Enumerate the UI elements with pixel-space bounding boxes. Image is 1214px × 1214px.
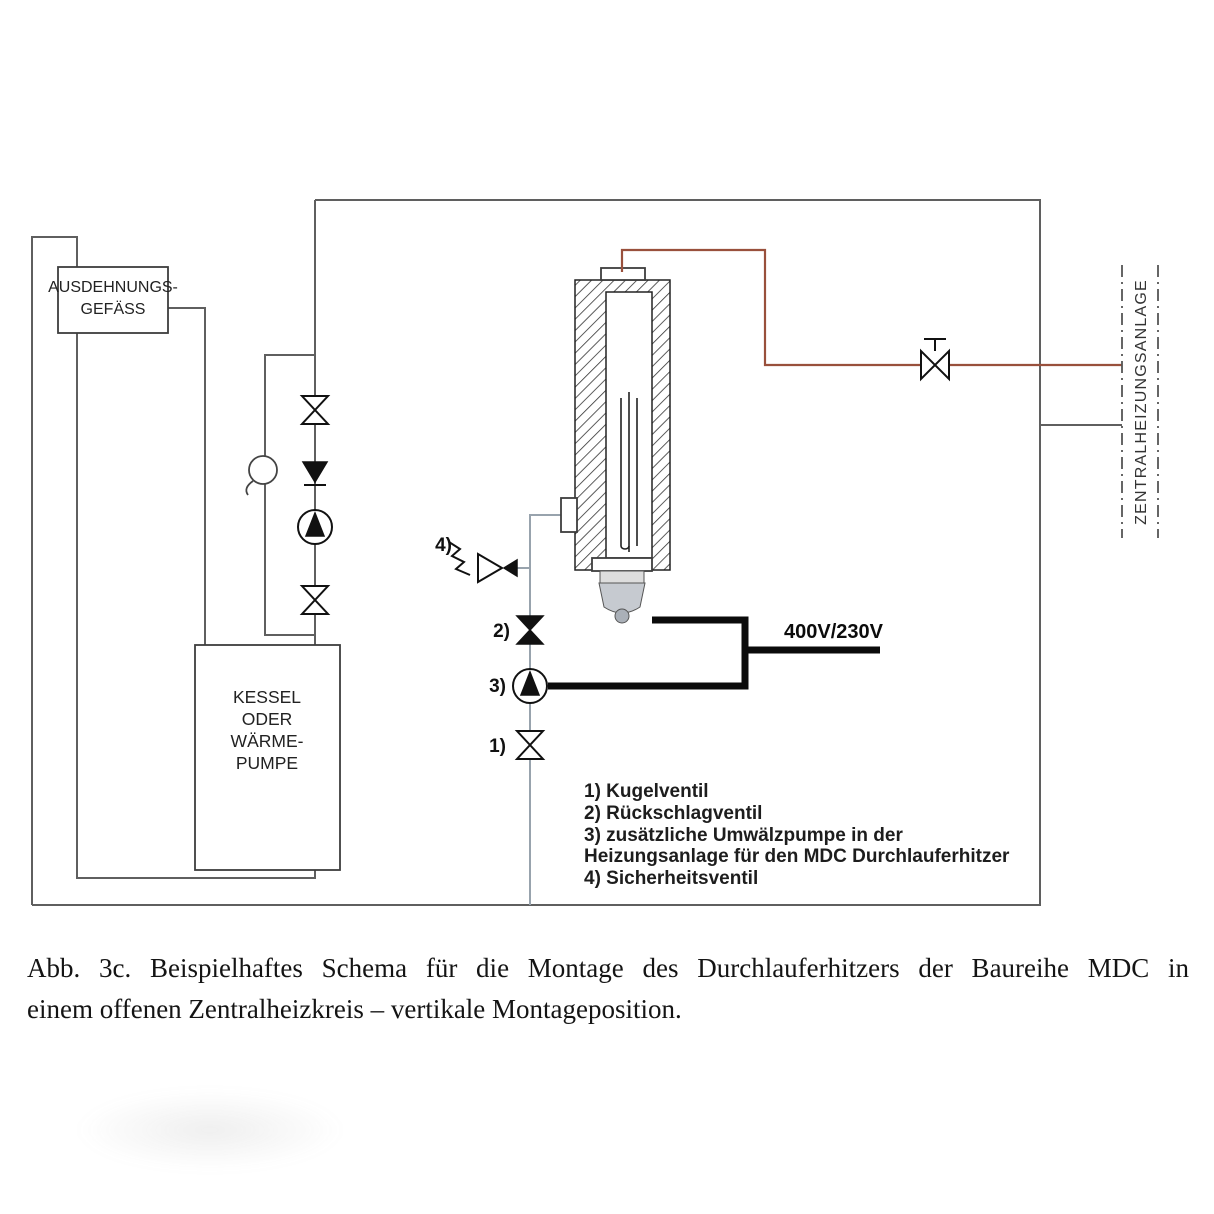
voltage-label: 400V/230V (784, 621, 884, 643)
heater-side-port (560, 497, 578, 533)
cable-run (548, 616, 749, 690)
callout-3: 3) (489, 676, 506, 697)
ball-valve-icon (299, 585, 331, 615)
check-valve-icon (301, 461, 329, 484)
legend-line-2: 2) Rückschlagventil (584, 803, 762, 824)
central-heating-system: ZENTRALHEIZUNGSANLAGE (1121, 265, 1159, 538)
water-heater (560, 267, 671, 624)
watermark-smudge (75, 1090, 345, 1170)
ball-valve-1-icon (514, 730, 546, 760)
central-heating-label: ZENTRALHEIZUNGSANLAGE (1133, 279, 1150, 525)
gauge-icon (248, 455, 278, 485)
heater-collar (599, 570, 645, 584)
ball-valve-icon (299, 395, 331, 425)
boiler: KESSEL ODER WÄRME- PUMPE (194, 644, 341, 871)
stem-valve-handle (924, 338, 946, 351)
pipe-column (529, 514, 561, 905)
gauge-siphon-icon (245, 480, 254, 496)
heating-element-loop (620, 545, 630, 550)
callout-numbers: 4) 2) 3) 1) (435, 535, 510, 757)
schematic-diagram: AUSDEHNUNGS- GEFÄSS KESSEL ODER WÄRME- P… (31, 199, 1159, 906)
callout-1: 1) (489, 736, 506, 757)
heating-element-icon (620, 392, 638, 552)
legend-line-1: 1) Kugelventil (584, 781, 709, 802)
boiler-box (194, 644, 341, 871)
legend-line-3: 3) zusätzliche Umwälzpumpe in der (584, 825, 903, 846)
boiler-label-3: WÄRME- (231, 731, 304, 751)
heater-cap-knob (614, 608, 630, 624)
safety-valve-4-icon (477, 552, 504, 584)
legend-line-5: 4) Sicherheitsventil (584, 868, 758, 889)
caption-line-1: Abb. 3c. Beispielhaftes Schema für die M… (27, 953, 1189, 983)
figure-caption: Abb. 3c. Beispielhaftes Schema für die M… (27, 948, 1189, 1030)
pipe-bypass (264, 354, 315, 636)
expansion-vessel-box (57, 266, 169, 334)
caption-line-2: einem offenen Zentralheizkreis – vertika… (27, 994, 682, 1024)
boiler-label-2: ODER (242, 709, 293, 729)
boiler-label-1: KESSEL (233, 687, 301, 707)
expansion-vessel-label-2: GEFÄSS (81, 300, 146, 318)
legend: 1) Kugelventil 2) Rückschlagventil 3) zu… (584, 781, 1010, 889)
pump-3-rotor-icon (519, 669, 541, 696)
check-valve-2-icon (515, 615, 545, 645)
power-cable: 400V/230V (548, 616, 884, 690)
pipe-expansion-to-boiler (168, 307, 206, 645)
pipe-expansion-circuit (31, 236, 316, 905)
callout-4: 4) (435, 535, 452, 556)
boiler-circuit-fittings (245, 395, 333, 615)
heater-flange (591, 557, 653, 572)
safety-valve-outlet-arrow-icon (502, 558, 518, 578)
pipe-expansion-left (31, 236, 78, 905)
pipe-hot-supply (620, 248, 1122, 382)
legend-line-4: Heizungsanlage für den MDC Durchlauferhi… (584, 846, 1010, 867)
boiler-label-4: PUMPE (236, 753, 298, 773)
callout-2: 2) (493, 621, 510, 642)
pipe-heater-column (512, 514, 561, 905)
heater-column-fittings (448, 541, 548, 760)
safety-valve-spring-icon (448, 541, 471, 576)
pipe-expansion-down (76, 333, 316, 879)
pipe-hot (620, 248, 1122, 367)
pipe-top-right-bottom (32, 199, 1041, 906)
pump-rotor-icon (304, 510, 326, 537)
expansion-vessel: AUSDEHNUNGS- GEFÄSS (48, 266, 178, 334)
expansion-vessel-label-1: AUSDEHNUNGS- (48, 279, 178, 296)
stem-valve-icon (920, 348, 950, 382)
